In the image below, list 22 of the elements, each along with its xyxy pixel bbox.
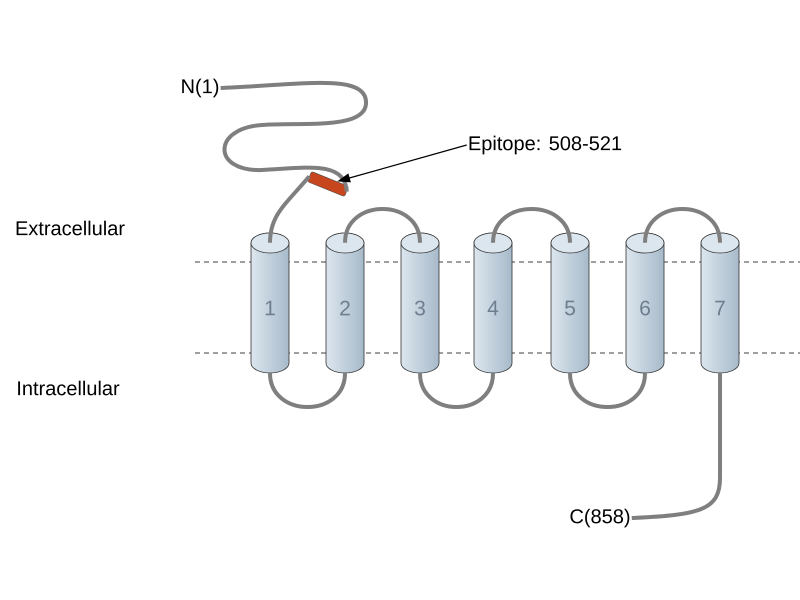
loop-line <box>568 372 647 409</box>
loop-line <box>268 175 311 243</box>
helix-cylinder: 7 <box>700 232 740 374</box>
loop-line <box>418 372 495 409</box>
helix-cylinder: 3 <box>400 232 440 374</box>
loop-line <box>220 80 368 192</box>
epitope-segment <box>308 172 348 196</box>
text-label: N(1) <box>182 78 218 98</box>
loop-line <box>632 373 722 520</box>
helix-cylinder: 2 <box>326 232 364 374</box>
helix-cylinder: 5 <box>550 232 590 374</box>
helix-cylinder: 1 <box>250 232 290 374</box>
region-label: Intracellular <box>18 380 120 396</box>
loop-line <box>491 207 572 244</box>
loop-line <box>643 207 722 244</box>
loop-line <box>268 372 347 409</box>
text-label: C(858) <box>570 508 630 528</box>
text-label: Epitope: 508-521 <box>470 136 622 154</box>
loop-line <box>343 207 422 244</box>
helix-cylinder: 6 <box>626 232 664 374</box>
region-label: Extracellular <box>16 220 125 236</box>
helix-cylinder: 4 <box>474 232 512 374</box>
